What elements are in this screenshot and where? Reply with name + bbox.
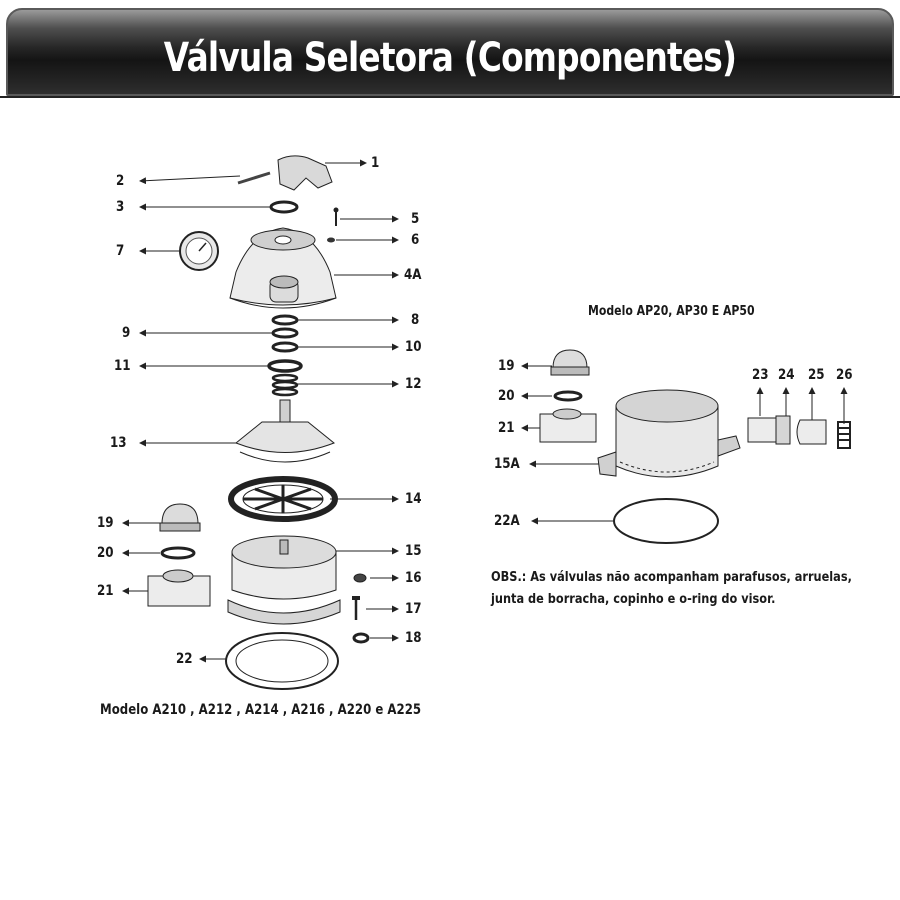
part-2-pin: [237, 171, 271, 185]
part-label-18: 18: [405, 630, 422, 646]
page-title: Válvula Seletora (Componentes): [163, 35, 737, 81]
part-5-screw-head: [333, 207, 339, 213]
part-label-1: 1: [371, 155, 380, 171]
part-label-b26: 26: [836, 367, 853, 383]
part-label-b23: 23: [752, 367, 769, 383]
part-16-nut: [353, 573, 367, 583]
model-a-caption: Modelo A210 , A212 , A214 , A216 , A220 …: [100, 702, 422, 718]
part-12-spring: [271, 373, 299, 397]
part-label-19: 19: [97, 515, 114, 531]
part-b19-sight-glass: [550, 349, 590, 376]
part-13-rotor: [235, 399, 335, 463]
part-label-22: 22: [176, 651, 193, 667]
part-b23-adapter: [747, 417, 777, 443]
part-b25-cap: [796, 419, 827, 445]
part-20-oring: [160, 546, 196, 560]
part-21-tee: [147, 569, 211, 607]
part-b21-tee: [539, 408, 597, 443]
part-label-14: 14: [405, 491, 422, 507]
part-label-b22a: 22A: [494, 513, 520, 529]
part-label-5: 5: [411, 211, 420, 227]
part-label-b20: 20: [498, 388, 515, 404]
leader-2: [139, 175, 241, 185]
part-8-washer: [271, 314, 299, 326]
model-b-caption: Modelo AP20, AP30 E AP50: [588, 304, 755, 319]
header-banner: Válvula Seletora (Componentes): [6, 8, 894, 96]
part-b26-spring: [837, 421, 851, 449]
part-label-13: 13: [110, 435, 127, 451]
part-label-7: 7: [116, 243, 125, 259]
part-label-9: 9: [122, 325, 131, 341]
part-11-oring: [267, 359, 303, 373]
part-19-sight-glass: [159, 503, 201, 532]
part-1-handle: [277, 155, 333, 191]
part-label-b15a: 15A: [494, 456, 520, 472]
part-label-16: 16: [405, 570, 422, 586]
part-label-4a: 4A: [404, 267, 422, 283]
part-3-washer: [269, 200, 299, 214]
part-label-11: 11: [114, 358, 131, 374]
header-divider: [0, 96, 900, 98]
part-b20-oring: [553, 390, 583, 402]
part-b15a-body: [597, 389, 741, 478]
part-18-washer: [352, 632, 370, 644]
part-label-b21: 21: [498, 420, 515, 436]
part-label-10: 10: [405, 339, 422, 355]
part-6-nut: [327, 237, 335, 243]
part-15-body: [227, 535, 341, 625]
part-label-b19: 19: [498, 358, 515, 374]
part-label-b25: 25: [808, 367, 825, 383]
part-4a-lid: [229, 227, 337, 309]
part-label-b24: 24: [778, 367, 795, 383]
part-9-washer: [271, 327, 299, 339]
part-22-flange-gasket: [225, 632, 339, 690]
part-14-gasket: [228, 476, 338, 522]
observation-note: OBS.: As válvulas não acompanham parafus…: [491, 569, 852, 607]
part-b24-ring: [775, 415, 791, 445]
part-b22a-oring: [613, 498, 719, 544]
part-label-17: 17: [405, 601, 422, 617]
part-label-2: 2: [116, 173, 125, 189]
part-label-20: 20: [97, 545, 114, 561]
part-label-15: 15: [405, 543, 422, 559]
part-label-21: 21: [97, 583, 114, 599]
part-10-washer: [271, 341, 299, 353]
part-label-12: 12: [405, 376, 422, 392]
part-label-3: 3: [116, 199, 125, 215]
part-label-6: 6: [411, 232, 420, 248]
part-label-8: 8: [411, 312, 420, 328]
